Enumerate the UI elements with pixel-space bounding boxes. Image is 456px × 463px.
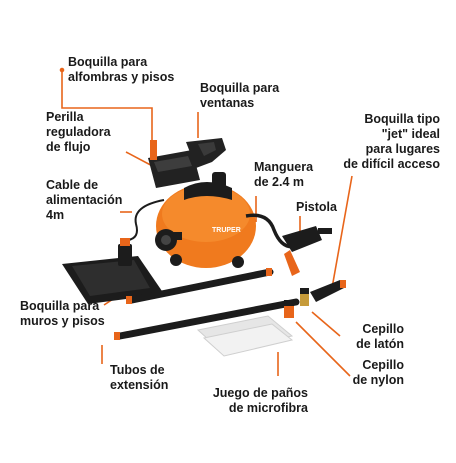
hose-part: [245, 213, 297, 249]
wall-nozzle-part: [62, 238, 164, 304]
label-nylon-brush: Cepillo de nylon: [352, 358, 404, 387]
label-carpet-nozzle: Boquilla para alfombras y pisos: [68, 55, 175, 84]
label-hose: Manguera de 2.4 m: [254, 160, 314, 189]
brass-brush-part: [300, 288, 309, 306]
power-cable-part: [127, 199, 165, 241]
label-window-nozzle: Boquilla para ventanas: [200, 81, 280, 110]
label-gun: Pistola: [296, 200, 337, 214]
cleaner-body-part: TRUPER: [155, 172, 256, 268]
microfiber-cloths-part: [196, 315, 294, 357]
extension-tubes-part: [114, 268, 300, 340]
leader-brass-brush: [311, 311, 341, 337]
jet-nozzle-part: [310, 280, 346, 302]
leader-carpet-nozzle: [61, 70, 153, 140]
label-power-cable: Cable de alimentación 4m: [46, 178, 123, 222]
gun-part: [282, 226, 332, 276]
leader-dot: [59, 67, 65, 73]
leader-nylon-brush: [295, 321, 351, 377]
label-wall-nozzle: Boquilla para muros y pisos: [20, 299, 105, 328]
nylon-brush-part: [284, 300, 294, 318]
window-nozzle-part: [186, 138, 226, 168]
leader-jet-nozzle: [331, 175, 353, 289]
carpet-nozzle-part: [148, 140, 200, 188]
label-extension-tubes: Tubos de extensión: [110, 363, 169, 392]
leader-lines: [59, 67, 353, 377]
label-brass-brush: Cepillo de latón: [356, 322, 404, 351]
label-microfiber-cloths: Juego de paños de microfibra: [212, 386, 308, 415]
label-flow-knob: Perilla reguladora de flujo: [46, 110, 111, 154]
label-jet-nozzle: Boquilla tipo "jet" ideal para lugares d…: [343, 112, 440, 171]
brand-mark: TRUPER: [212, 227, 241, 234]
